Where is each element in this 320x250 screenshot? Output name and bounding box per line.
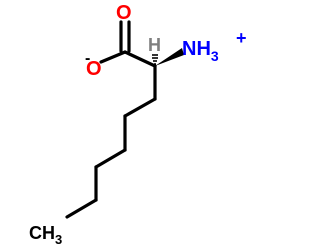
wedge-bond-to-nitrogen [155, 48, 184, 66]
methyl-h: H [42, 223, 55, 243]
methyl-label: CH3 [29, 223, 62, 247]
hash-bond-to-hydrogen [152, 54, 158, 65]
anion-charge: - [85, 50, 90, 67]
chain-bond-2 [123, 97, 157, 118]
chain-bond-4 [94, 148, 127, 169]
oxygen-anion-label: O [86, 58, 102, 80]
ammonium-n: N [182, 38, 196, 60]
carboxyl-alpha-bond [123, 50, 157, 68]
ammonium-label: NH3 [182, 38, 219, 64]
bonds [65, 20, 184, 219]
ammonium-subscript: 3 [211, 48, 219, 64]
carboxylate-single-bond [99, 50, 127, 64]
ammonium-h: H [196, 38, 210, 60]
ammonium-charge: + [236, 28, 247, 48]
oxygen-double-label: O [116, 2, 132, 24]
methyl-c: C [29, 223, 42, 243]
atom-labels: O O - H NH3 + CH3 [29, 2, 247, 247]
molecule-structure: O O - H NH3 + CH3 [29, 2, 247, 247]
methyl-subscript: 3 [55, 232, 62, 247]
hydrogen-label: H [148, 35, 161, 55]
chain-bond-6 [65, 198, 98, 219]
